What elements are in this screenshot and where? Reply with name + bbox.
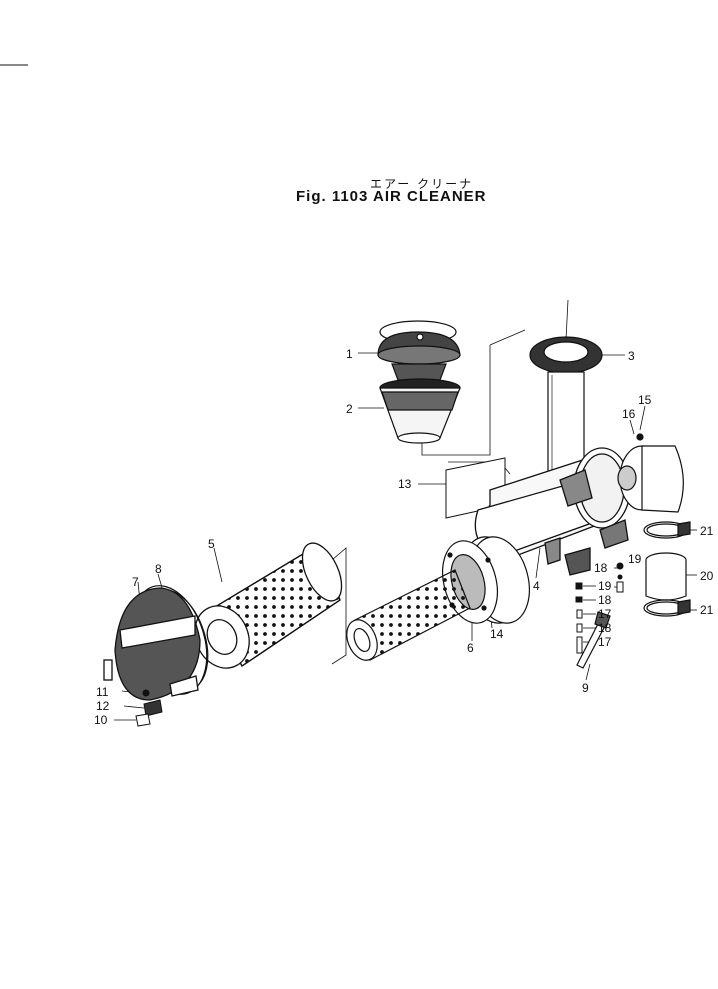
callout-7: 7 (132, 575, 139, 589)
part-cover-fasteners (135, 689, 163, 727)
callout-9: 9 (582, 681, 589, 695)
part-small-hardware (575, 562, 624, 654)
figure-title-japanese: エアー クリーナ (370, 177, 474, 191)
callout-10: 10 (94, 713, 108, 727)
callout-3: 3 (628, 349, 635, 363)
part-hose-and-clamps (643, 521, 691, 617)
callout-17a: 17 (598, 607, 612, 621)
callout-5: 5 (208, 537, 215, 551)
callout-20: 20 (700, 569, 714, 583)
part-pre-cleaner-cap (377, 320, 461, 381)
callout-labels: 1 2 3 4 5 6 7 8 9 10 11 12 13 14 15 16 1… (94, 347, 714, 727)
callout-14: 14 (490, 627, 504, 641)
callout-16: 16 (622, 407, 636, 421)
part-pre-cleaner-cone (379, 378, 461, 444)
callout-21a: 21 (700, 524, 714, 538)
callout-17b: 17 (598, 635, 612, 649)
callout-19b: 19 (628, 552, 642, 566)
part-9-bolt (576, 611, 611, 669)
callout-2: 2 (346, 402, 353, 416)
callout-21b: 21 (700, 603, 714, 617)
callout-19a: 19 (598, 579, 612, 593)
callout-18a: 18 (594, 561, 608, 575)
callout-12: 12 (96, 699, 110, 713)
part-intake-cap (529, 336, 603, 483)
figure-title: Fig. 1103 AIR CLEANER (296, 188, 487, 205)
part-end-cover (103, 587, 201, 701)
callout-15: 15 (638, 393, 652, 407)
callout-13: 13 (398, 477, 412, 491)
callout-4: 4 (533, 579, 540, 593)
callout-18b: 18 (598, 593, 612, 607)
callout-1: 1 (346, 347, 353, 361)
part-side-outlet (617, 433, 684, 513)
callout-18c: 18 (598, 621, 612, 635)
part-outer-filter-element (194, 542, 343, 669)
callout-6: 6 (467, 641, 474, 655)
callout-11: 11 (96, 685, 109, 699)
callout-8: 8 (155, 562, 162, 576)
assembly-reference-lines (331, 329, 526, 665)
part-main-housing (474, 447, 631, 576)
part-inner-filter-element (346, 569, 471, 661)
